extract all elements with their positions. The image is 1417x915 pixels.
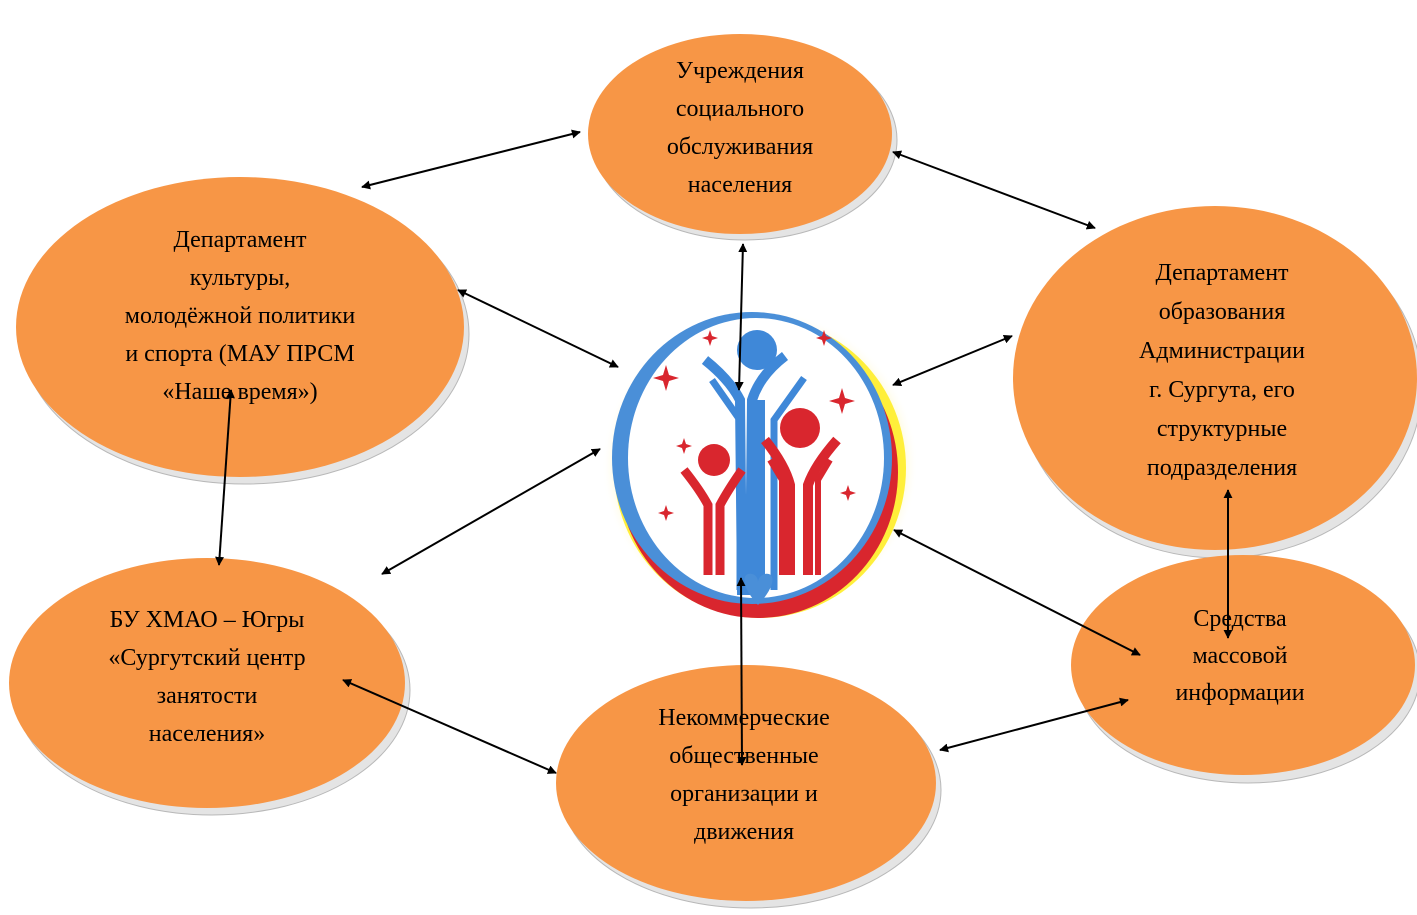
node-label-line: и спорта (МАУ ПРСМ <box>125 341 354 367</box>
node-label-line: культуры, <box>190 265 291 291</box>
arrow-employment-ngo <box>342 679 557 774</box>
arrow-social-culture <box>361 129 581 190</box>
node-label-line: информации <box>1175 680 1304 706</box>
node-label-line: массовой <box>1193 643 1288 669</box>
node-ellipses <box>9 34 1417 909</box>
node-label-culture: Департамент культуры, молодёжной политики и… <box>125 227 356 405</box>
node-label-line: структурные <box>1157 416 1287 442</box>
family-emblem-icon <box>602 310 918 620</box>
arrow-ngo-media <box>939 697 1129 753</box>
node-label-line: Департамент <box>173 227 307 253</box>
arrow-employment-logo <box>381 448 601 575</box>
node-label-line: обслуживания <box>667 134 813 160</box>
node-label-line: занятости <box>157 683 258 709</box>
node-label-line: населения <box>688 172 792 198</box>
node-media <box>1071 555 1417 784</box>
connection-arrows <box>215 129 1233 774</box>
node-social <box>588 34 898 241</box>
node-label-social: Учреждения социального обслуживания населен… <box>667 58 813 198</box>
arrow-education-logo <box>892 334 1013 387</box>
arrow-social-education <box>892 150 1096 230</box>
node-label-line: движения <box>694 819 794 845</box>
node-label-line: организации и <box>670 781 818 807</box>
node-label-line: Некоммерческие <box>658 705 830 731</box>
node-label-line: населения» <box>149 721 265 747</box>
node-label-line: Администрации <box>1139 338 1305 364</box>
arrow-culture-employment <box>215 389 235 566</box>
node-label-line: подразделения <box>1147 455 1297 481</box>
node-label-line: «Наше время») <box>162 379 317 405</box>
arrow-culture-logo <box>457 289 619 368</box>
arrow-social-logo <box>734 243 748 391</box>
node-label-line: образования <box>1159 299 1286 325</box>
node-label-line: БУ ХМАО – Югры <box>110 607 305 633</box>
node-education <box>1013 206 1417 559</box>
node-label-line: «Сургутский центр <box>108 645 305 671</box>
node-label-line: Учреждения <box>676 58 804 84</box>
node-label-employment: БУ ХМАО – Югры «Сургутский центр занятости… <box>108 607 305 747</box>
arrow-logo-media <box>893 529 1141 656</box>
node-label-line: г. Сургута, его <box>1149 377 1295 403</box>
arrow-logo-ngo <box>736 577 747 766</box>
node-labels: Учреждения социального обслуживания населен… <box>108 58 1305 845</box>
node-label-line: социального <box>676 96 804 122</box>
node-label-line: Департамент <box>1155 260 1289 286</box>
node-culture <box>16 177 470 485</box>
node-employment <box>9 558 411 816</box>
node-label-line: молодёжной политики <box>125 303 356 329</box>
node-label-line: общественные <box>669 743 818 769</box>
node-ngo <box>556 665 942 909</box>
node-label-line: Средства <box>1193 606 1287 632</box>
node-label-media: Средства массовой информации <box>1175 606 1304 706</box>
